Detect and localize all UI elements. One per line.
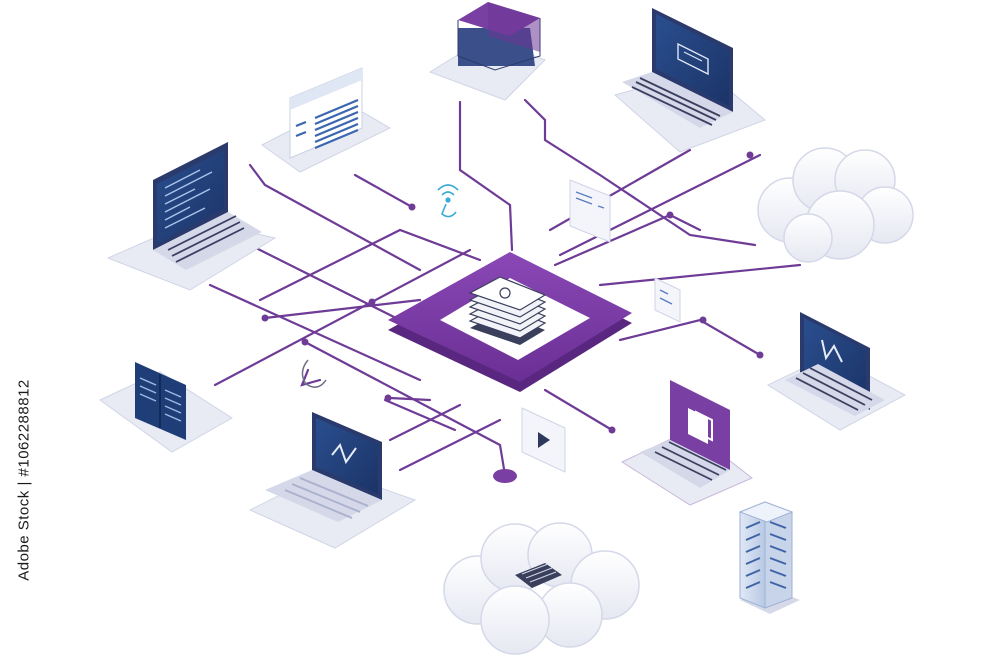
left-book[interactable] <box>99 362 233 453</box>
chart-screen-icon <box>821 339 843 363</box>
central-hub[interactable] <box>388 252 632 392</box>
keyboard-keys <box>654 441 727 481</box>
server-tower[interactable] <box>738 501 800 614</box>
chat-screen-icon <box>677 42 709 76</box>
connection-lines <box>208 98 802 477</box>
wifi-node[interactable] <box>437 184 459 218</box>
mini-card-node[interactable] <box>654 277 681 323</box>
bottom-left-laptop[interactable] <box>248 412 417 549</box>
left-document[interactable] <box>261 67 392 173</box>
play-icon <box>538 432 550 448</box>
connection-dots <box>261 151 764 434</box>
document-icon <box>289 67 363 159</box>
keyboard-keys <box>167 215 245 263</box>
keyboard-keys <box>284 477 369 519</box>
mini-document-node[interactable] <box>569 179 611 243</box>
top-database[interactable] <box>428 2 546 101</box>
left-laptop[interactable] <box>106 142 277 291</box>
cloud-icon <box>443 522 640 655</box>
chart-screen-icon <box>331 442 357 465</box>
bottom-cloud[interactable] <box>443 522 640 655</box>
wifi-icon <box>437 184 459 218</box>
server-stack-icon <box>468 276 547 345</box>
mid-right-laptop[interactable] <box>620 380 753 506</box>
connection-endpoint <box>493 469 517 483</box>
card-icon <box>659 289 673 305</box>
server-tower-icon <box>738 501 794 609</box>
document-icon <box>575 191 605 209</box>
database-icon <box>457 2 541 71</box>
book-icon <box>135 362 186 440</box>
play-node[interactable] <box>521 407 566 473</box>
cable-node <box>301 359 327 388</box>
document-screen-icon <box>688 408 713 444</box>
top-right-cloud[interactable] <box>757 147 914 263</box>
right-laptop[interactable] <box>766 312 907 431</box>
keyboard-keys <box>631 77 721 126</box>
keyboard-keys <box>795 367 873 411</box>
cloud-icon <box>757 147 914 263</box>
code-screen-icon <box>164 169 213 229</box>
top-right-laptop[interactable] <box>613 8 766 153</box>
cloud-keyboard-icon <box>515 563 562 588</box>
